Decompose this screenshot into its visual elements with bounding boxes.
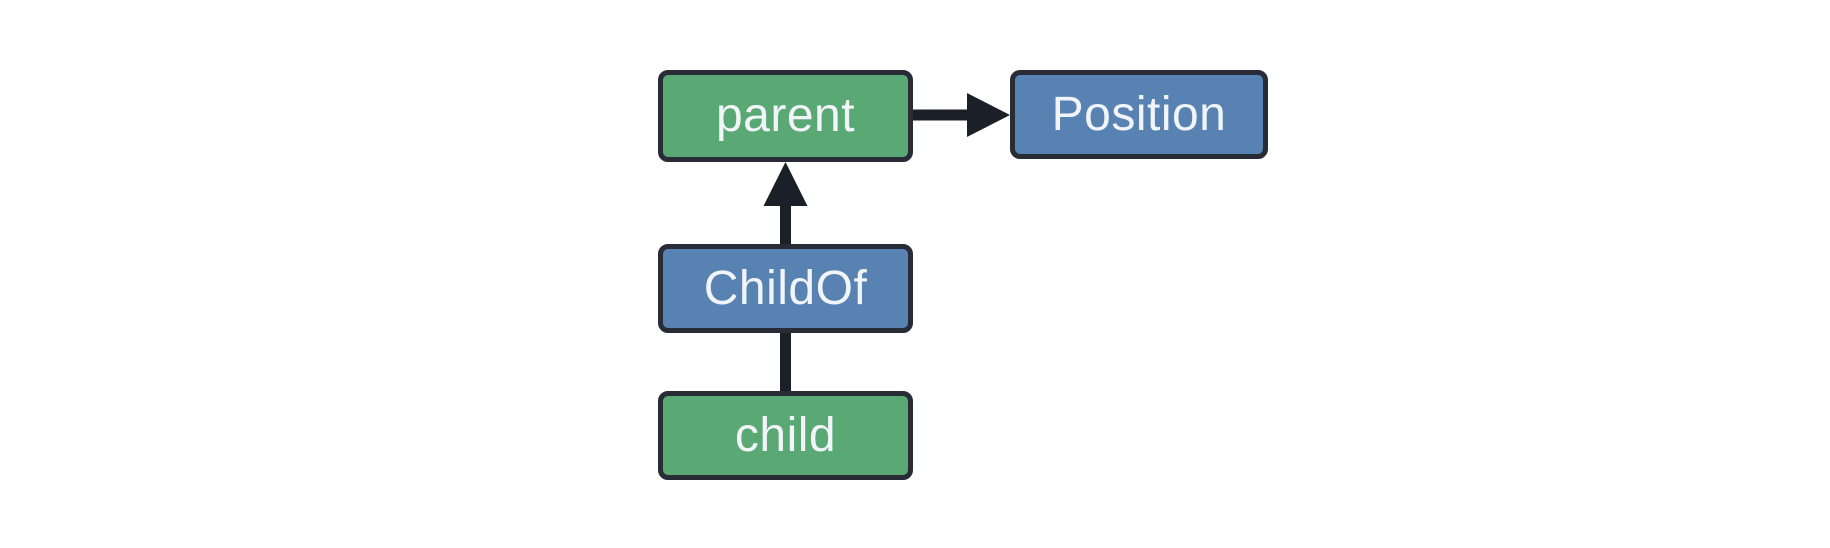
node-parent: parent	[658, 70, 913, 162]
edge-childof-to-parent	[763, 162, 808, 246]
node-child: child	[658, 391, 913, 480]
node-childof-label: ChildOf	[703, 261, 868, 315]
node-parent-label: parent	[715, 89, 856, 142]
arrowhead-up-icon	[763, 162, 808, 206]
node-child-label: child	[734, 408, 837, 462]
arrowhead-right-icon	[967, 93, 1010, 137]
node-position: Position	[1010, 70, 1268, 159]
node-position-label: Position	[1051, 87, 1227, 141]
node-childof: ChildOf	[658, 244, 913, 333]
edge-parent-to-position	[911, 93, 1010, 137]
